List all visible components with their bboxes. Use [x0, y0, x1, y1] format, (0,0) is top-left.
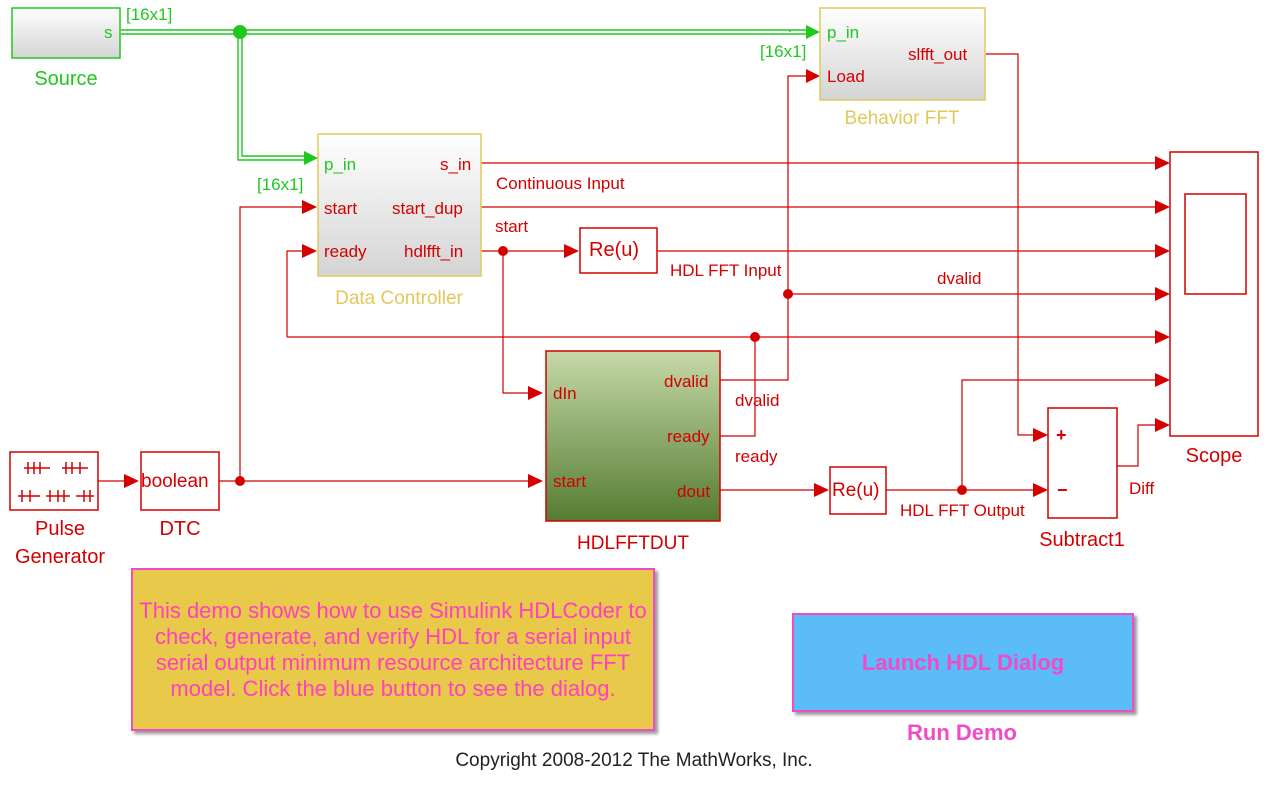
- data-controller-name: Data Controller: [335, 288, 463, 309]
- wire-slfft-out[interactable]: [986, 53, 1034, 436]
- dut-port-ready: ready: [667, 427, 710, 446]
- dut-port-dvalid: dvalid: [664, 372, 709, 391]
- dc-port-s-in: s_in: [440, 155, 472, 174]
- signal-label-hdl-fft-input: HDL FFT Input: [670, 261, 782, 280]
- wire-ready[interactable]: [720, 337, 756, 437]
- wire-dvalid[interactable]: [720, 75, 808, 381]
- demo-annotation: This demo shows how to use Simulink HDLC…: [131, 568, 655, 731]
- launch-hdl-dialog-button[interactable]: Launch HDL Dialog: [792, 613, 1134, 712]
- subtract-name: Subtract1: [1039, 529, 1125, 551]
- hdlfftdut-name: HDLFFTDUT: [577, 533, 689, 554]
- dc-port-hdlfft-in: hdlfft_in: [404, 242, 464, 261]
- pulse-train-icon: [18, 462, 94, 502]
- signal-dim-controller: [16x1]: [257, 175, 304, 194]
- wire-diff[interactable]: [1117, 424, 1157, 467]
- pulse-generator-name-line2: Generator: [14, 546, 106, 568]
- behavior-port-slfft-out: slfft_out: [908, 45, 968, 64]
- signal-label-diff: Diff: [1129, 479, 1155, 498]
- signal-label-continuous-input: Continuous Input: [496, 174, 625, 193]
- branch-point: [233, 25, 247, 39]
- data-controller-block[interactable]: [317, 133, 482, 277]
- behavior-port-p-in: p_in: [827, 23, 860, 42]
- re-input-label: Re(u): [589, 239, 640, 261]
- demo-annotation-text: This demo shows how to use Simulink HDLC…: [139, 597, 647, 701]
- dtc-name: DTC: [159, 518, 201, 540]
- hdlfftdut-block[interactable]: [545, 350, 721, 522]
- subtract-plus-sign: +: [1056, 425, 1067, 445]
- wire-start-controller[interactable]: [239, 206, 304, 481]
- launch-hdl-dialog-label: Launch HDL Dialog: [861, 649, 1065, 675]
- behavior-port-load: Load: [827, 67, 865, 86]
- signal-label-dvalid: dvalid: [937, 269, 982, 288]
- pulse-generator-block[interactable]: [9, 451, 99, 511]
- behavior-fft-block[interactable]: [819, 7, 986, 101]
- dut-port-dout: dout: [677, 482, 711, 501]
- scope-name: Scope: [1185, 445, 1243, 467]
- signal-label-dvalid-dut: dvalid: [735, 391, 780, 410]
- copyright-text: Copyright 2008-2012 The MathWorks, Inc.: [455, 750, 813, 771]
- scope-screen-icon: [1184, 193, 1247, 295]
- wire-din[interactable]: [502, 251, 530, 394]
- source-port-s: s: [104, 23, 113, 42]
- junction-dots: [235, 246, 967, 495]
- dc-port-p-in: p_in: [324, 155, 357, 174]
- re-output-block[interactable]: [829, 466, 887, 515]
- signal-label-start: start: [495, 217, 529, 236]
- wire-ready-feedback[interactable]: [286, 250, 304, 337]
- pulse-generator-name-line1: Pulse: [34, 518, 86, 540]
- behavior-fft-name: Behavior FFT: [844, 108, 960, 129]
- signal-label-hdl-fft-output: HDL FFT Output: [900, 501, 1025, 520]
- re-input-block[interactable]: [579, 227, 658, 274]
- dc-port-start-dup: start_dup: [392, 199, 463, 218]
- dtc-boolean-label: boolean: [141, 471, 209, 492]
- run-demo-link[interactable]: Run Demo: [907, 720, 1017, 745]
- arrow-heads: [124, 69, 1170, 497]
- dut-port-start: start: [553, 472, 587, 491]
- arrow-head: [304, 151, 318, 165]
- subtract-minus-sign: −: [1057, 480, 1068, 500]
- wire-output-scope[interactable]: [961, 379, 1157, 490]
- dut-port-din: dIn: [553, 384, 577, 403]
- subtract-block[interactable]: [1047, 407, 1118, 519]
- dtc-block[interactable]: [140, 451, 220, 511]
- source-block[interactable]: [11, 7, 121, 59]
- signal-dim-behavior: [16x1]: [760, 42, 807, 61]
- source-name: Source: [34, 68, 98, 90]
- signal-dim-source: [16x1]: [126, 5, 173, 24]
- arrow-head: [806, 25, 820, 39]
- dc-port-ready: ready: [324, 242, 367, 261]
- signal-label-ready: ready: [735, 447, 778, 466]
- dc-port-start: start: [324, 199, 358, 218]
- re-output-label: Re(u): [832, 480, 880, 501]
